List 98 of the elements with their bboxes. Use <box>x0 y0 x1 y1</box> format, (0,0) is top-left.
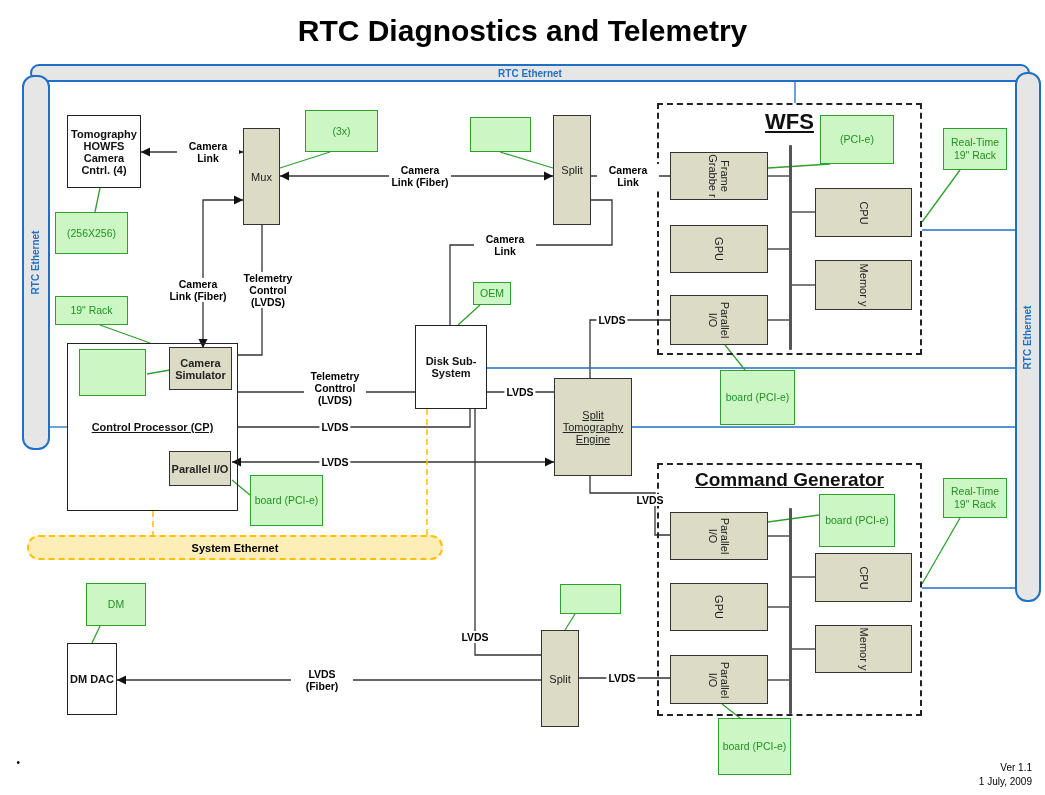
connector-line <box>146 369 171 375</box>
callout-note: board (PCI-e) <box>720 370 795 425</box>
edge-label: LVDS <box>606 671 638 685</box>
connector-line <box>94 187 101 213</box>
connector-line <box>767 319 790 321</box>
edge-label: LVDS <box>596 313 628 327</box>
hardware-module-box: Parallel I/O <box>670 512 768 560</box>
edge-label: Camera Link <box>597 163 659 189</box>
edge-label: Camera Link <box>474 232 536 258</box>
edge-label: LVDS <box>319 455 351 469</box>
component-box: Tomography HOWFS Camera Cntrl. (4) <box>67 115 141 188</box>
callout-note: board (PCI-e) <box>718 718 791 775</box>
connector-line <box>794 81 796 104</box>
edge-label: LVDS (Fiber) <box>291 667 353 693</box>
connector-line <box>631 426 1016 428</box>
connector-line <box>921 517 961 585</box>
callout-note <box>470 117 531 152</box>
connector-line <box>426 408 428 536</box>
box-heading: Command Generator <box>695 469 884 491</box>
bus-line <box>789 145 792 350</box>
callout-note: (PCI-e) <box>820 115 894 164</box>
connector-line <box>589 475 671 536</box>
callout-note: board (PCI-e) <box>819 494 895 547</box>
connector-line <box>91 625 101 644</box>
connector-line <box>231 457 555 467</box>
hardware-module-box: Split <box>541 630 579 727</box>
hardware-module-box: Split Tomography Engine <box>554 378 632 476</box>
title: RTC Diagnostics and Telemetry <box>296 14 749 48</box>
edge-label: LVDS <box>459 630 491 644</box>
component-box: Disk Sub-System <box>415 325 487 409</box>
bus-line <box>789 508 792 714</box>
hardware-module-box: Parallel I/O <box>670 655 768 704</box>
connector-line <box>564 613 576 631</box>
hardware-module-box: Split <box>553 115 591 225</box>
callout-note <box>79 349 146 396</box>
network-pipe: System Ethernet <box>27 535 443 560</box>
connector-line <box>791 576 816 578</box>
connector-line <box>474 408 542 656</box>
connector-line <box>767 248 790 250</box>
box-heading: Control Processor (CP) <box>91 421 214 433</box>
component-box <box>67 343 238 511</box>
connector-line <box>724 344 746 371</box>
hardware-module-box: GPU <box>670 225 768 273</box>
edge-label: LVDS <box>634 493 666 507</box>
hardware-module-box: Memor y <box>815 260 912 310</box>
note-text: • <box>15 757 20 768</box>
callout-note: Real-Time 19" Rack <box>943 478 1007 518</box>
connector-line <box>231 479 251 496</box>
note-text: 1 July, 2009 <box>977 776 1032 787</box>
hardware-module-box: Mux <box>243 128 280 225</box>
connector-line <box>499 151 554 169</box>
edge-label: Telemetry Conttrol (LVDS) <box>304 369 366 407</box>
edge-label: Camera Link (Fiber) <box>389 163 451 189</box>
connector-line <box>99 324 151 344</box>
callout-note: 19" Rack <box>55 296 128 325</box>
note-text: Ver 1.1 <box>999 762 1032 773</box>
connector-line <box>457 304 481 326</box>
callout-note: (3x) <box>305 110 378 152</box>
hardware-module-box: Frame Grabbe r <box>670 152 768 200</box>
connector-line <box>767 679 790 681</box>
connector-line <box>791 211 816 213</box>
component-box: DM DAC <box>67 643 117 715</box>
connector-line <box>767 175 790 177</box>
edge-label: LVDS <box>319 420 351 434</box>
callout-note <box>560 584 621 614</box>
hardware-module-box: Parallel I/O <box>670 295 768 345</box>
hardware-module-box: GPU <box>670 583 768 631</box>
network-pipe: RTC Ethernet <box>1015 72 1041 602</box>
network-pipe: RTC Ethernet <box>30 64 1030 82</box>
hardware-module-box: CPU <box>815 553 912 602</box>
callout-note: (256X256) <box>55 212 128 254</box>
connector-line <box>791 648 816 650</box>
connector-line <box>791 284 816 286</box>
callout-note: board (PCI-e) <box>250 475 323 526</box>
connector-line <box>767 535 790 537</box>
connector-line <box>279 151 331 169</box>
connector-line <box>486 367 1016 369</box>
hardware-module-box: CPU <box>815 188 912 237</box>
hardware-module-box: Camera Simulator <box>169 347 232 390</box>
connector-line <box>721 703 741 719</box>
callout-note: Real-Time 19" Rack <box>943 128 1007 170</box>
hardware-module-box: Parallel I/O <box>169 451 231 486</box>
network-pipe: RTC Ethernet <box>22 75 50 450</box>
connector-line <box>921 587 1016 589</box>
callout-note: DM <box>86 583 146 626</box>
edge-label: Camera Link <box>177 139 239 165</box>
connector-line <box>767 606 790 608</box>
edge-label: Camera Link (Fiber) <box>167 277 229 303</box>
box-heading: WFS <box>765 109 814 135</box>
connector-line <box>921 169 961 223</box>
edge-label: LVDS <box>504 385 536 399</box>
connector-line <box>49 426 68 428</box>
connector-line <box>152 510 154 536</box>
hardware-module-box: Memor y <box>815 625 912 673</box>
connector-line <box>767 514 820 523</box>
connector-line <box>921 229 1016 231</box>
dashed-group-frame <box>657 103 922 355</box>
callout-note: OEM <box>473 282 511 305</box>
